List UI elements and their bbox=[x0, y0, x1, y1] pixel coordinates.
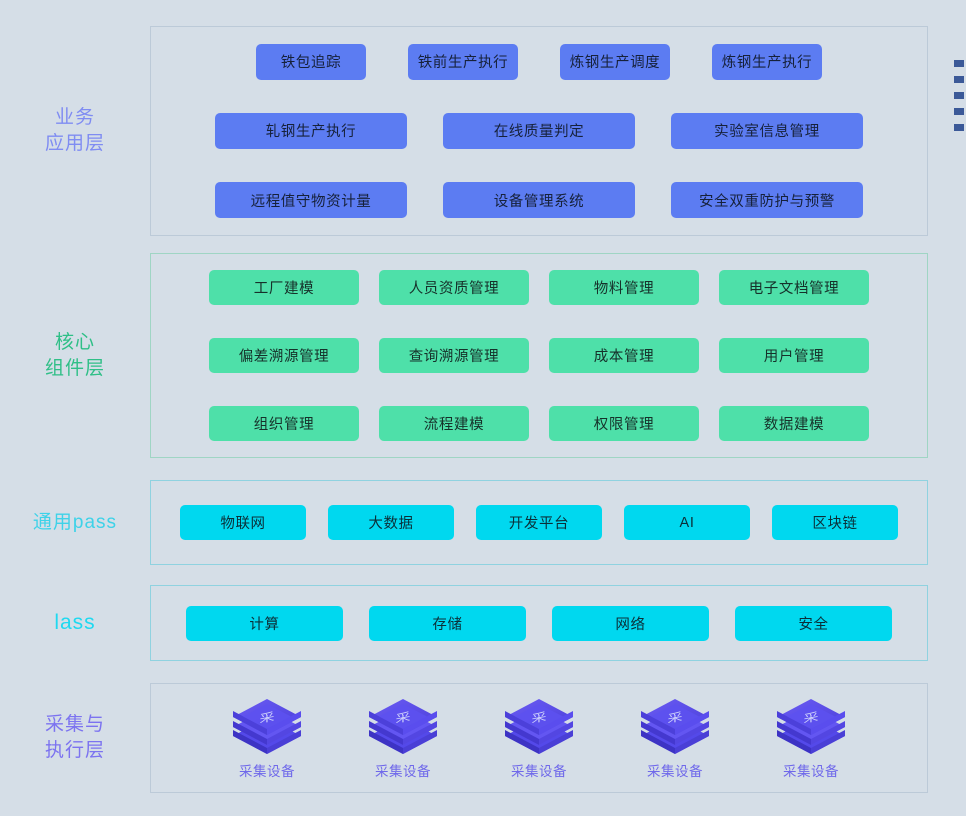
layer-iaas: lass 计算 存储 网络 安全 bbox=[0, 585, 966, 661]
isometric-cube-icon: 采 bbox=[503, 696, 575, 756]
business-item-steelmaking-production-execution[interactable]: 炼钢生产执行 bbox=[712, 43, 822, 80]
business-item-steelmaking-production-scheduling[interactable]: 炼钢生产调度 bbox=[560, 43, 670, 80]
core-item-permission-management[interactable]: 权限管理 bbox=[549, 405, 699, 441]
edge-mark bbox=[954, 92, 964, 99]
device-4[interactable]: 采 采集设备 bbox=[607, 696, 743, 780]
layer-business-application: 业务 应用层 铁包追踪 铁前生产执行 炼钢生产调度 炼钢生产执行 轧钢生产执行 … bbox=[0, 26, 966, 236]
isometric-cube-icon: 采 bbox=[775, 696, 847, 756]
iaas-row-1: 计算 存储 网络 安全 bbox=[151, 586, 927, 660]
business-item-remote-unattended-material-metering[interactable]: 远程值守物资计量 bbox=[215, 182, 407, 219]
business-item-iron-ladle-tracking[interactable]: 铁包追踪 bbox=[256, 43, 366, 80]
layer-label-core-components: 核心 组件层 bbox=[44, 331, 105, 379]
device-1[interactable]: 采 采集设备 bbox=[199, 696, 335, 780]
core-item-organization-management[interactable]: 组织管理 bbox=[209, 405, 359, 441]
device-label: 采集设备 bbox=[783, 764, 839, 779]
business-row-1: 铁包追踪 铁前生产执行 炼钢生产调度 炼钢生产执行 bbox=[151, 27, 927, 96]
iaas-item-storage[interactable]: 存储 bbox=[369, 605, 526, 641]
core-row-1: 工厂建模 人员资质管理 物料管理 电子文档管理 bbox=[151, 254, 927, 322]
layer-acquisition-execution: 采集与 执行层 bbox=[0, 683, 966, 793]
pass-row-1: 物联网 大数据 开发平台 AI 区块链 bbox=[151, 481, 927, 564]
layer-panel-business-application: 铁包追踪 铁前生产执行 炼钢生产调度 炼钢生产执行 轧钢生产执行 在线质量判定 … bbox=[150, 26, 928, 236]
acquisition-row-1: 采 采集设备 bbox=[151, 684, 927, 792]
device-label: 采集设备 bbox=[375, 764, 431, 779]
layer-panel-acquisition-execution: 采 采集设备 bbox=[150, 683, 928, 793]
business-item-ironmaking-production-execution[interactable]: 铁前生产执行 bbox=[408, 43, 518, 80]
edge-legend-marks bbox=[954, 60, 966, 131]
pass-item-blockchain[interactable]: 区块链 bbox=[772, 505, 898, 540]
layer-label-iaas: lass bbox=[54, 610, 96, 634]
core-item-query-traceability-management[interactable]: 查询溯源管理 bbox=[379, 338, 529, 373]
iaas-item-network[interactable]: 网络 bbox=[552, 605, 709, 641]
layer-label-general-pass: 通用pass bbox=[32, 511, 118, 533]
device-label: 采集设备 bbox=[239, 764, 295, 779]
layer-label-acquisition-execution: 采集与 执行层 bbox=[44, 714, 105, 761]
layer-general-pass: 通用pass 物联网 大数据 开发平台 AI 区块链 bbox=[0, 480, 966, 565]
iaas-item-security[interactable]: 安全 bbox=[735, 605, 892, 641]
isometric-cube-icon: 采 bbox=[639, 696, 711, 756]
core-item-cost-management[interactable]: 成本管理 bbox=[549, 338, 699, 373]
edge-mark bbox=[954, 124, 964, 131]
core-item-data-modeling[interactable]: 数据建模 bbox=[719, 405, 869, 441]
pass-item-ai[interactable]: AI bbox=[624, 505, 750, 540]
core-item-personnel-qualification-management[interactable]: 人员资质管理 bbox=[379, 270, 529, 306]
device-label: 采集设备 bbox=[647, 764, 703, 779]
business-row-2: 轧钢生产执行 在线质量判定 实验室信息管理 bbox=[151, 96, 927, 165]
core-item-factory-modeling[interactable]: 工厂建模 bbox=[209, 270, 359, 306]
pass-item-big-data[interactable]: 大数据 bbox=[328, 505, 454, 540]
layer-panel-general-pass: 物联网 大数据 开发平台 AI 区块链 bbox=[150, 480, 928, 565]
business-item-equipment-management-system[interactable]: 设备管理系统 bbox=[443, 182, 635, 219]
device-label: 采集设备 bbox=[511, 764, 567, 779]
pass-item-development-platform[interactable]: 开发平台 bbox=[476, 505, 602, 540]
business-item-rolling-production-execution[interactable]: 轧钢生产执行 bbox=[215, 112, 407, 149]
core-item-user-management[interactable]: 用户管理 bbox=[719, 338, 869, 373]
core-item-process-modeling[interactable]: 流程建模 bbox=[379, 405, 529, 441]
device-5[interactable]: 采 采集设备 bbox=[743, 696, 879, 780]
core-row-3: 组织管理 流程建模 权限管理 数据建模 bbox=[151, 389, 927, 457]
core-row-2: 偏差溯源管理 查询溯源管理 成本管理 用户管理 bbox=[151, 322, 927, 390]
isometric-cube-icon: 采 bbox=[231, 696, 303, 756]
layer-label-business-application: 业务 应用层 bbox=[44, 107, 105, 154]
edge-mark bbox=[954, 76, 964, 83]
business-row-3: 远程值守物资计量 设备管理系统 安全双重防护与预警 bbox=[151, 166, 927, 235]
pass-item-iot[interactable]: 物联网 bbox=[180, 505, 306, 540]
core-item-electronic-document-management[interactable]: 电子文档管理 bbox=[719, 270, 869, 306]
business-item-laboratory-information-management[interactable]: 实验室信息管理 bbox=[671, 112, 863, 149]
core-item-deviation-traceability-management[interactable]: 偏差溯源管理 bbox=[209, 338, 359, 373]
device-3[interactable]: 采 采集设备 bbox=[471, 696, 607, 780]
isometric-cube-icon: 采 bbox=[367, 696, 439, 756]
edge-mark bbox=[954, 60, 964, 67]
device-2[interactable]: 采 采集设备 bbox=[335, 696, 471, 780]
layer-panel-iaas: 计算 存储 网络 安全 bbox=[150, 585, 928, 661]
business-item-online-quality-judgement[interactable]: 在线质量判定 bbox=[443, 112, 635, 149]
layer-core-components: 核心 组件层 工厂建模 人员资质管理 物料管理 电子文档管理 偏差溯源管理 查询… bbox=[0, 253, 966, 458]
business-item-safety-dual-prevention-and-warning[interactable]: 安全双重防护与预警 bbox=[671, 182, 863, 219]
iaas-item-compute[interactable]: 计算 bbox=[186, 605, 343, 641]
edge-mark bbox=[954, 108, 964, 115]
layer-panel-core-components: 工厂建模 人员资质管理 物料管理 电子文档管理 偏差溯源管理 查询溯源管理 成本… bbox=[150, 253, 928, 458]
core-item-material-management[interactable]: 物料管理 bbox=[549, 270, 699, 306]
